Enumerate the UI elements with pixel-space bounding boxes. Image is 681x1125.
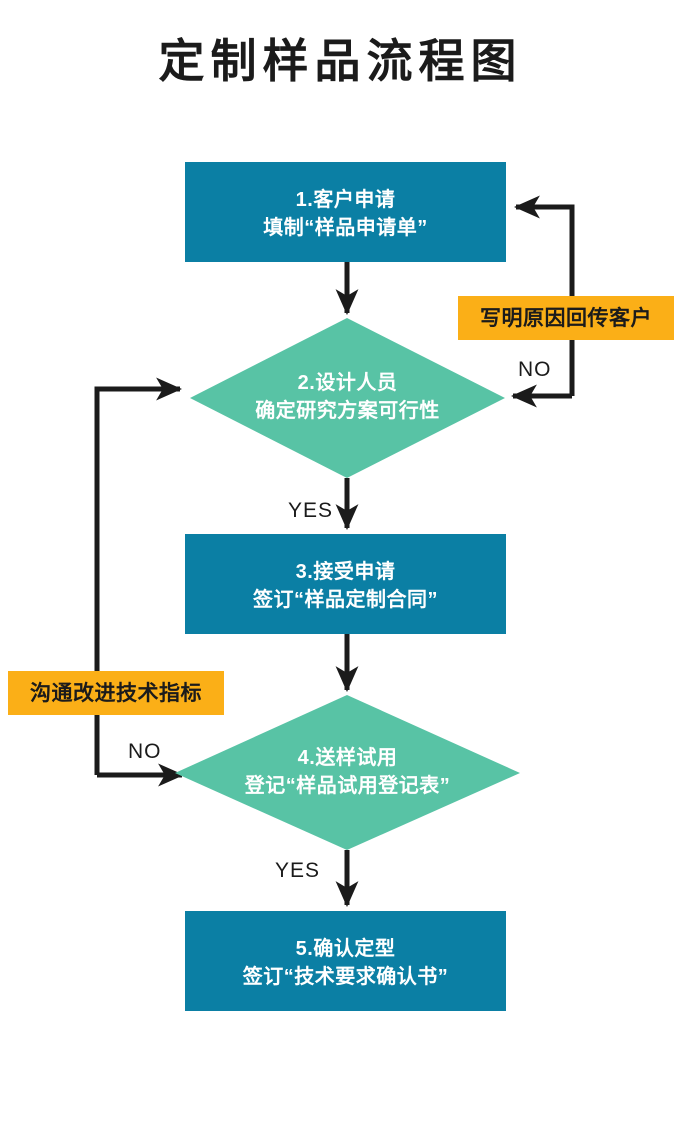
edge-n4-to-n2-no bbox=[94, 377, 183, 775]
page-title: 定制样品流程图 bbox=[158, 34, 523, 88]
node-n2-shape[interactable] bbox=[190, 318, 505, 478]
node-n4-shape[interactable] bbox=[175, 695, 520, 850]
node-n1-shape[interactable] bbox=[185, 162, 506, 262]
note-left-shape[interactable] bbox=[8, 671, 224, 715]
node-n5-shape[interactable] bbox=[185, 911, 506, 1011]
note-right-shape[interactable] bbox=[458, 296, 674, 340]
node-n3-shape[interactable] bbox=[185, 534, 506, 634]
